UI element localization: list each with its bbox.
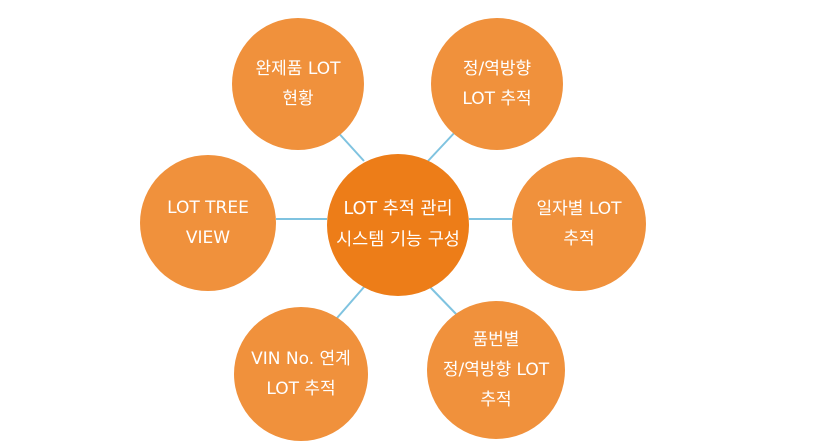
center-label-line: 시스템 기능 구성: [336, 230, 460, 250]
node-label-line: 정/역방향 LOT: [442, 360, 550, 380]
connector-bottom-right: [429, 286, 459, 317]
node-label-line: LOT 추적: [462, 89, 532, 109]
node-center-lot-system: LOT 추적 관리 시스템 기능 구성: [327, 154, 469, 296]
node-label-line: 완제품 LOT: [255, 59, 341, 79]
node-label-line: 추적: [480, 390, 512, 410]
node-label-line: 정/역방향: [462, 59, 532, 79]
node-label-line: 일자별 LOT: [536, 199, 622, 219]
node-part-number-lot-tracking: 품번별 정/역방향 LOT 추적: [427, 301, 565, 439]
node-label-line: VIN No. 연계: [251, 349, 351, 369]
node-label-line: 품번별: [472, 330, 520, 350]
connector-bottom-left: [336, 286, 365, 319]
node-label-line: 추적: [563, 229, 595, 249]
node-daily-lot-tracking: 일자별 LOT 추적: [512, 157, 646, 291]
node-label-line: LOT TREE: [167, 198, 249, 218]
node-label-line: 현황: [282, 89, 314, 109]
node-finished-goods-lot-status: 완제품 LOT 현황: [232, 18, 364, 150]
node-vin-linked-lot-tracking: VIN No. 연계 LOT 추적: [234, 307, 368, 441]
node-lot-tree-view: LOT TREE VIEW: [140, 155, 276, 291]
node-forward-reverse-lot-tracking: 정/역방향 LOT 추적: [431, 18, 563, 150]
connector-top-right: [427, 129, 458, 162]
node-label-line: VIEW: [185, 228, 231, 248]
center-label-line: LOT 추적 관리: [343, 199, 453, 219]
node-label-line: LOT 추적: [266, 379, 336, 399]
